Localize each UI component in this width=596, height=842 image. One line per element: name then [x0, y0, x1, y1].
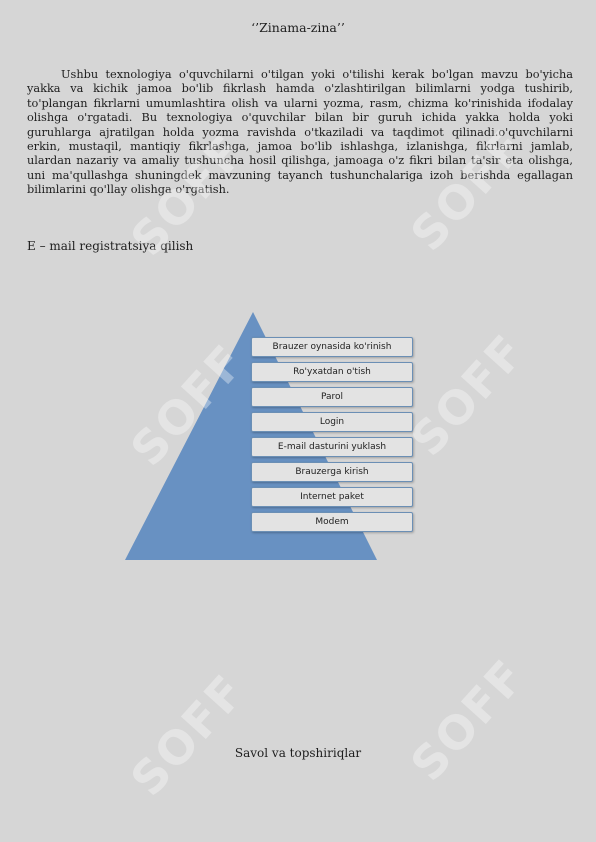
- layer-0: Brauzer oynasida ko'rinish: [251, 337, 413, 357]
- watermark: SOFF: [400, 323, 536, 467]
- layer-5: Brauzerga kirish: [251, 462, 413, 482]
- watermark: SOFF: [120, 663, 256, 807]
- layer-6: Internet paket: [251, 487, 413, 507]
- layer-3: Login: [251, 412, 413, 432]
- section-heading: E – mail registratsiya qilish: [27, 239, 194, 253]
- layer-4: E-mail dasturini yuklash: [251, 437, 413, 457]
- layer-2: Parol: [251, 387, 413, 407]
- layer-7: Modem: [251, 512, 413, 532]
- document-title: ‘’Zinama-zina’’: [251, 20, 345, 35]
- layer-1: Ro'yxatdan o'tish: [251, 362, 413, 382]
- watermark: SOFF: [400, 648, 536, 792]
- intro-paragraph: Ushbu texnologiya o'quvchilarni o'tilgan…: [27, 68, 573, 197]
- bottom-heading: Savol va topshiriqlar: [234, 746, 362, 760]
